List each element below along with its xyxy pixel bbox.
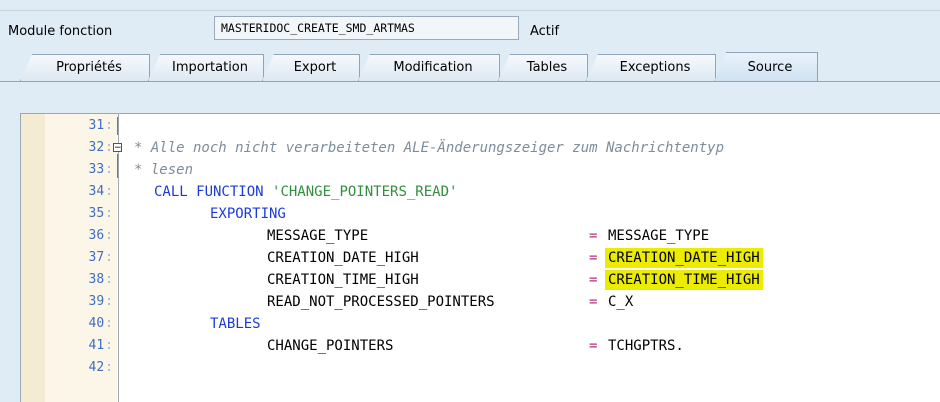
code-comment: * Alle noch nicht verarbeiteten ALE-Ände…: [134, 140, 725, 156]
tab-tables[interactable]: Tables: [498, 54, 588, 81]
code-operator: =: [589, 272, 598, 288]
highlighted-code-value: CREATION_TIME_HIGH: [605, 270, 763, 290]
code-line: 31: [21, 116, 940, 136]
highlighted-code-value: CREATION_DATE_HIGH: [605, 248, 763, 268]
code-keyword: CALL FUNCTION: [154, 184, 264, 200]
code-parameter: CREATION_DATE_HIGH: [267, 250, 419, 266]
line-number: 31: [45, 116, 117, 136]
code-line: 42: [21, 358, 940, 378]
code-line: 40 TABLES: [21, 314, 940, 334]
gutter-divider: [118, 114, 119, 402]
tab-strip: Propriétés Importation Export Modificati…: [0, 52, 940, 82]
code-line: 32 − * Alle noch nicht verarbeiteten ALE…: [21, 138, 940, 158]
tab-properties[interactable]: Propriétés: [20, 54, 150, 81]
source-code-editor[interactable]: 31 32 − * Alle noch nicht verarbeiteten …: [20, 113, 940, 402]
line-number: 35: [45, 204, 117, 224]
collapse-toggle-icon[interactable]: −: [113, 143, 122, 153]
code-parameter: READ_NOT_PROCESSED_POINTERS: [267, 294, 495, 310]
code-line: 34 CALL FUNCTION 'CHANGE_POINTERS_READ': [21, 182, 940, 202]
fold-line: [117, 154, 118, 178]
line-number: 36: [45, 226, 117, 246]
fold-line-top: [117, 117, 118, 135]
line-number: 33: [45, 160, 117, 180]
code-operator: =: [589, 250, 598, 266]
code-value: C_X: [608, 294, 634, 310]
module-name-field[interactable]: MASTERIDOC_CREATE_SMD_ARTMAS: [214, 16, 519, 40]
code-operator: =: [589, 338, 598, 354]
top-toolbar-strip: [0, 0, 940, 11]
code-line: 38 CREATION_TIME_HIGH = CREATION_TIME_HI…: [21, 270, 940, 290]
code-parameter: CHANGE_POINTERS: [267, 338, 394, 354]
tab-importation[interactable]: Importation: [148, 54, 264, 81]
code-operator: =: [589, 228, 598, 244]
code-value: TCHGPTRS.: [608, 338, 684, 354]
code-line: 37 CREATION_DATE_HIGH = CREATION_DATE_HI…: [21, 248, 940, 268]
code-line: 33 * lesen: [21, 160, 940, 180]
module-label: Module fonction: [8, 24, 113, 39]
code-value: MESSAGE_TYPE: [608, 228, 710, 244]
line-number: 41: [45, 336, 117, 356]
editor-margin: [21, 114, 45, 402]
line-number: 34: [45, 182, 117, 202]
line-number: 42: [45, 358, 117, 378]
tab-modification[interactable]: Modification: [358, 54, 500, 81]
code-keyword: TABLES: [210, 316, 261, 332]
line-number: 39: [45, 292, 117, 312]
line-number: 40: [45, 314, 117, 334]
code-parameter: CREATION_TIME_HIGH: [267, 272, 419, 288]
code-line: 39 READ_NOT_PROCESSED_POINTERS = C_X: [21, 292, 940, 312]
code-keyword: EXPORTING: [210, 206, 286, 222]
tab-divider: [0, 81, 940, 82]
code-operator: =: [589, 294, 598, 310]
code-string: 'CHANGE_POINTERS_READ': [272, 184, 458, 200]
code-area: [119, 114, 940, 402]
module-status: Actif: [530, 24, 560, 39]
line-number: 38: [45, 270, 117, 290]
line-number: 37: [45, 248, 117, 268]
code-line: 36 MESSAGE_TYPE = MESSAGE_TYPE: [21, 226, 940, 246]
code-line: 41 CHANGE_POINTERS = TCHGPTRS.: [21, 336, 940, 356]
code-comment: * lesen: [134, 162, 194, 178]
tab-export[interactable]: Export: [262, 54, 360, 81]
line-number: 32: [45, 138, 117, 158]
tab-source[interactable]: Source: [714, 52, 818, 82]
code-line: 35 EXPORTING: [21, 204, 940, 224]
tab-exceptions[interactable]: Exceptions: [586, 54, 716, 81]
code-parameter: MESSAGE_TYPE: [267, 228, 369, 244]
